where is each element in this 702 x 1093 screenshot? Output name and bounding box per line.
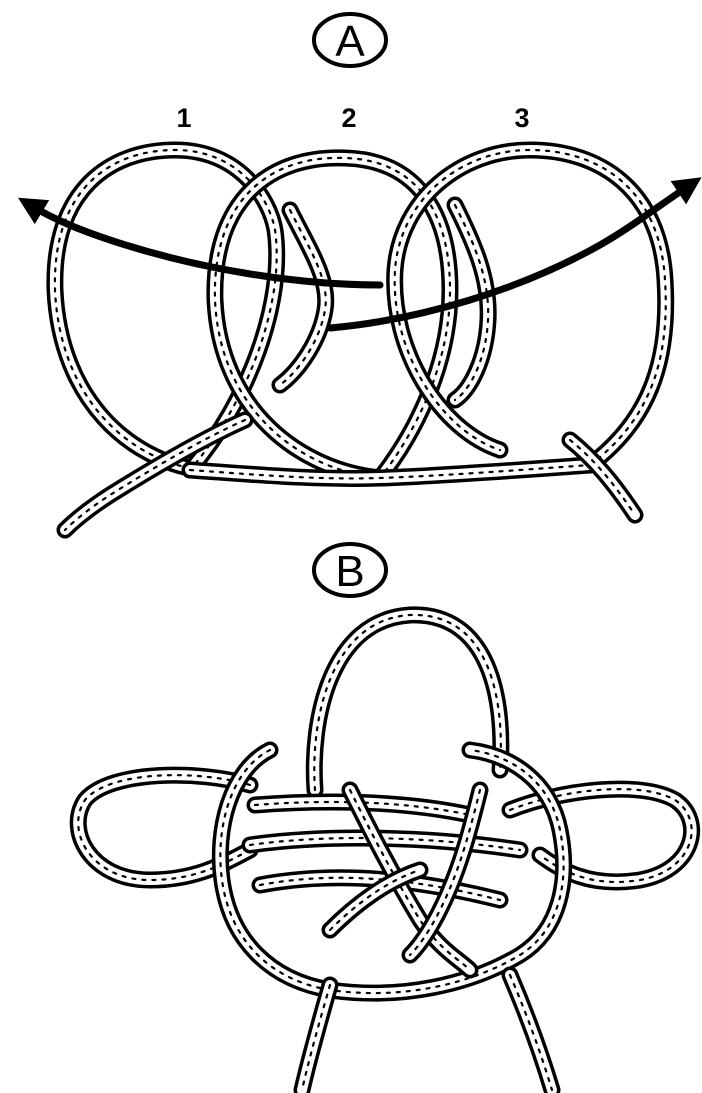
panel-a: A 1 2 3 [30, 14, 690, 530]
panel-b-rope [78, 615, 691, 1090]
panel-b: B [78, 544, 691, 1090]
panel-b-label-text: B [335, 547, 364, 596]
panel-a-label-text: A [335, 17, 365, 66]
loop-number-1: 1 [176, 103, 191, 133]
loop-number-2: 2 [341, 103, 356, 133]
loop-number-3: 3 [514, 103, 529, 133]
panel-a-rope [55, 150, 666, 530]
panel-b-label: B [314, 544, 386, 596]
panel-a-label: A [314, 14, 386, 66]
